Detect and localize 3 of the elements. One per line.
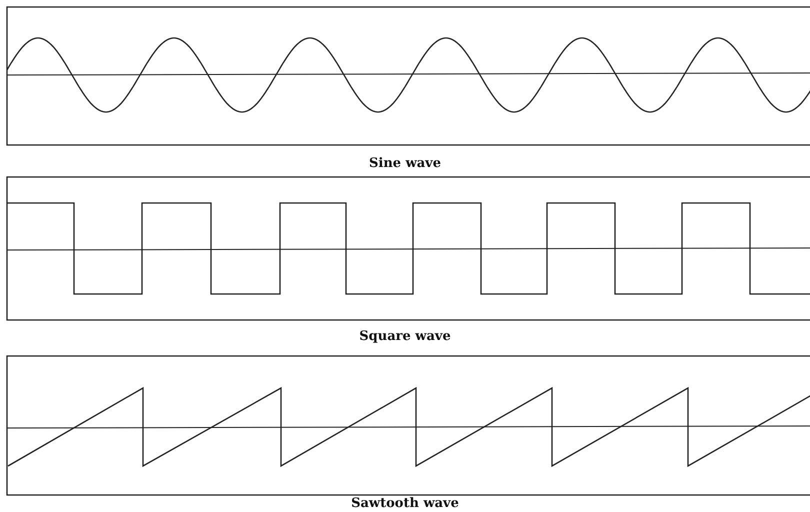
- wave-caption: Sine wave: [369, 156, 441, 172]
- wave-caption: Sawtooth wave: [351, 496, 459, 512]
- wave-caption: Square wave: [359, 329, 451, 345]
